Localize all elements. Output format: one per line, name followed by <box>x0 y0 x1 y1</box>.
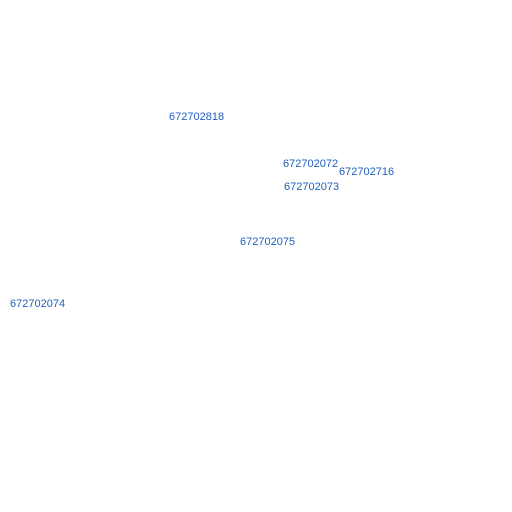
feature-label[interactable]: 672702818 <box>169 111 225 123</box>
feature-label[interactable]: 672702072 <box>283 158 339 170</box>
feature-label[interactable]: 672702075 <box>240 236 296 248</box>
feature-label[interactable]: 672702074 <box>10 298 66 310</box>
feature-label[interactable]: 672702716 <box>339 166 395 178</box>
feature-label[interactable]: 672702073 <box>284 181 340 193</box>
